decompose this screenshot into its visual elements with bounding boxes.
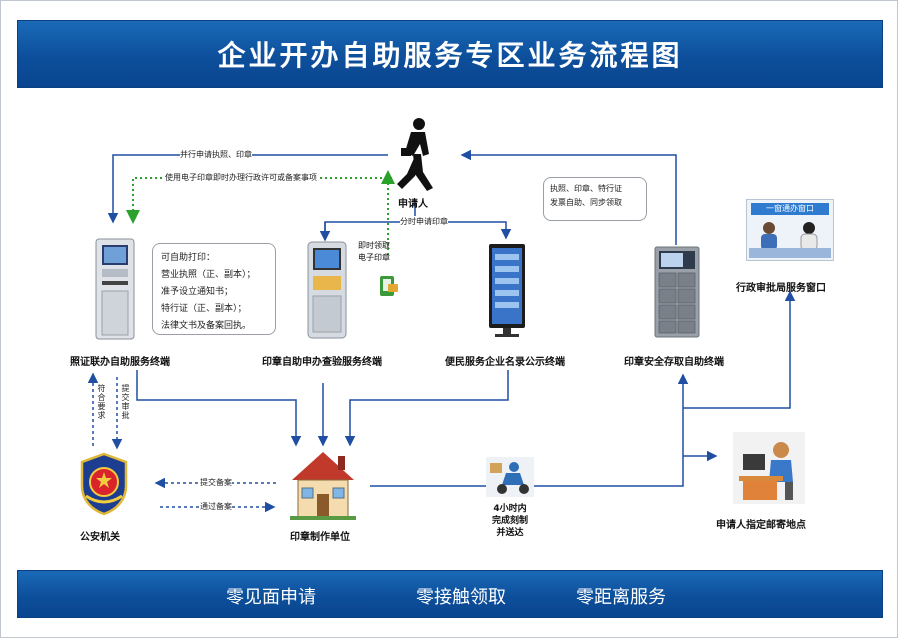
footer-item-zero-distance: 零距离服务 xyxy=(576,587,666,608)
service-window-label: 行政审批局服务窗口 xyxy=(736,283,826,294)
applicant-label: 申请人 xyxy=(398,199,428,210)
delivery-courier-icon xyxy=(486,457,534,497)
mail-address-label: 申请人指定邮寄地点 xyxy=(716,520,806,531)
print-note: 可自助打印： 营业执照（正、副本）； 准予设立通知书； 特行证（正、副本）； 法… xyxy=(152,243,276,335)
mobile-phone-icon xyxy=(380,276,398,296)
label-e-seal-use: 使用电子印章即时办理行政许可或备案事项 xyxy=(165,172,317,183)
seal-storage-terminal-icon xyxy=(654,246,700,338)
footer-banner: 零见面申请 零接触领取 零距离服务 xyxy=(17,570,883,618)
service-window-illustration: 一窗通办窗口 xyxy=(746,199,834,261)
public-directory-terminal-label: 便民服务企业名录公示终端 xyxy=(445,357,565,368)
delivery-label: 4小时内 完成刻制 并送达 xyxy=(491,504,528,538)
seal-storage-terminal-label: 印章安全存取自助终端 xyxy=(624,357,724,368)
license-terminal-icon xyxy=(95,238,135,340)
license-terminal-label: 照证联办自助服务终端 xyxy=(70,357,170,368)
edge-to-maker-1 xyxy=(136,370,302,447)
footer-item-zero-contact: 零接触领取 xyxy=(416,587,506,608)
page-title: 企业开办自助服务专区业务流程图 xyxy=(217,39,683,72)
label-instant-e-seal: 即时领取 电子印章 xyxy=(358,241,390,262)
seal-maker-house-icon xyxy=(290,452,356,520)
title-banner: 企业开办自助服务专区业务流程图 xyxy=(17,20,883,88)
police-label: 公安机关 xyxy=(80,532,120,543)
label-pass-file: 通过备案 xyxy=(200,501,232,512)
label-submit-file: 提交备案 xyxy=(200,477,232,488)
pickup-note: 执照、印章、特行证 发票自助、同步领取 xyxy=(543,177,647,221)
seal-maker-label: 印章制作单位 xyxy=(290,532,350,543)
service-counter-icon xyxy=(749,222,831,258)
edge-e-seal-use xyxy=(126,177,392,224)
window-sign: 一窗通办窗口 xyxy=(751,203,829,215)
mail-address-office-icon xyxy=(733,432,805,504)
edge-to-maker-3 xyxy=(344,370,509,447)
police-emblem-icon xyxy=(80,452,128,516)
edge-parallel-apply xyxy=(107,154,388,224)
public-directory-terminal-icon xyxy=(489,244,525,337)
footer-item-zero-meeting: 零见面申请 xyxy=(226,587,316,608)
label-meets-req: 符合要求 xyxy=(97,384,106,420)
edge-to-window xyxy=(683,290,796,409)
label-apply-seal: 分时申请印章 xyxy=(400,216,448,227)
edge-delivery-out xyxy=(370,373,689,487)
label-parallel-apply: 并行申请执照、印章 xyxy=(180,149,252,160)
label-submit-review: 提交审批 xyxy=(121,384,130,420)
seal-check-terminal-icon xyxy=(307,241,347,339)
edge-self-pickup xyxy=(460,149,677,245)
seal-check-terminal-label: 印章自助申办查验服务终端 xyxy=(262,357,382,368)
applicant-figure-icon xyxy=(397,118,433,191)
